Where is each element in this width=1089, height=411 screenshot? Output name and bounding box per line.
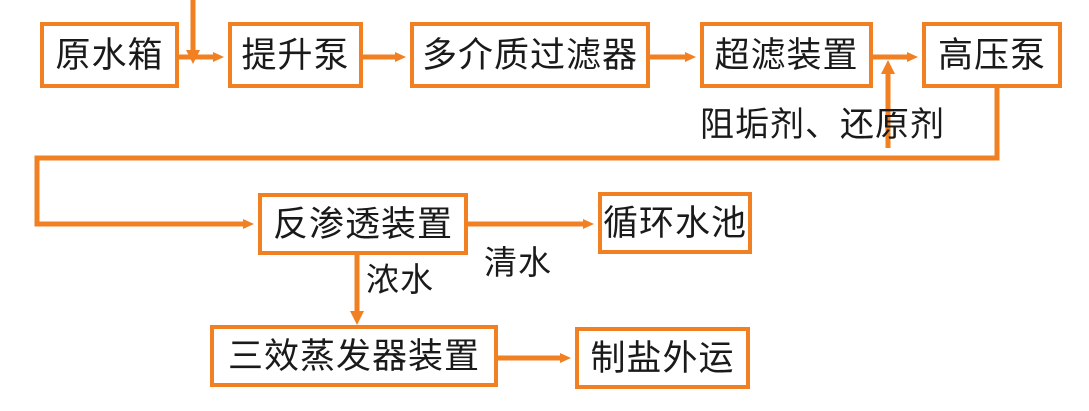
node-high-pressure-pump[interactable]: 高压泵 xyxy=(922,22,1062,88)
node-label-ultrafiltration: 超滤装置 xyxy=(714,35,859,75)
node-label-lift-pump: 提升泵 xyxy=(241,35,350,75)
node-multimedia-filter[interactable]: 多介质过滤器 xyxy=(410,22,650,88)
node-circulating-pool[interactable]: 循环水池 xyxy=(598,192,752,254)
node-raw-water-tank[interactable]: 原水箱 xyxy=(40,22,179,88)
node-lift-pump[interactable]: 提升泵 xyxy=(228,22,363,88)
node-label-circulating-pool: 循环水池 xyxy=(602,203,747,243)
connector-feed-inlet-to-lift-pump xyxy=(186,0,200,64)
edge-label-antiscalant-reducer: 阻垢剂、还原剂 xyxy=(700,106,945,144)
node-label-salt-transport: 制盐外运 xyxy=(590,338,735,378)
node-label-reverse-osmosis: 反渗透装置 xyxy=(272,204,453,244)
node-salt-transport[interactable]: 制盐外运 xyxy=(575,327,750,389)
node-label-high-pressure-pump: 高压泵 xyxy=(937,35,1046,75)
edge-label-concentrated-water: 浓水 xyxy=(366,261,434,298)
connector-hp-pump-to-reverse-osmosis xyxy=(34,88,1000,229)
edge-label-clean-water: 清水 xyxy=(484,244,552,281)
node-ultrafiltration[interactable]: 超滤装置 xyxy=(700,22,873,88)
node-label-raw-water-tank: 原水箱 xyxy=(55,35,164,75)
node-label-triple-effect-evaporator: 三效蒸发器装置 xyxy=(227,336,480,376)
node-label-multimedia-filter: 多介质过滤器 xyxy=(421,35,638,75)
node-triple-effect-evaporator[interactable]: 三效蒸发器装置 xyxy=(210,325,498,387)
node-reverse-osmosis[interactable]: 反渗透装置 xyxy=(258,193,468,255)
connector-chemical-dosing-arrow xyxy=(881,60,895,148)
connector-reverse-osmosis-to-evaporator xyxy=(350,255,364,325)
